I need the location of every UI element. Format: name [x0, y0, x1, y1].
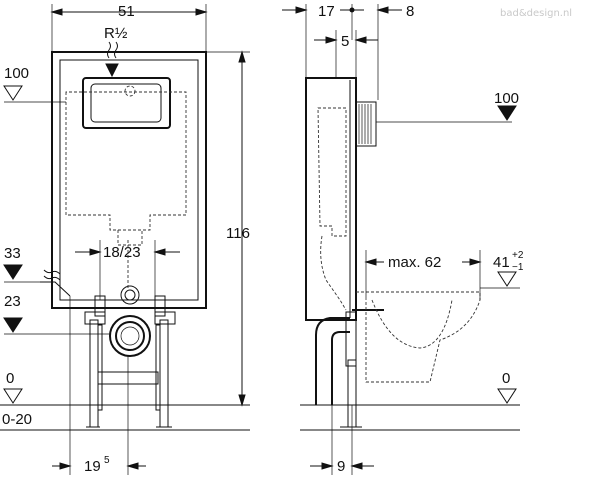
- offset-arrow-right: [126, 462, 139, 470]
- bottom-offset-label: 9: [337, 458, 345, 475]
- supply-wave-1: [107, 41, 111, 59]
- side-actuator: [355, 101, 377, 147]
- bracket-left: [84, 311, 106, 325]
- flush-pipe-outer: [120, 285, 140, 305]
- bowl-height-marker: [497, 271, 517, 287]
- depth-rear-label: 8: [406, 3, 414, 20]
- level-23-label: 23: [4, 293, 21, 310]
- level-33-label: 33: [4, 245, 21, 262]
- leg-left-inner: [97, 324, 103, 411]
- side-level-0-label: 0: [502, 370, 510, 387]
- arrow-right: [195, 8, 208, 16]
- bowl-arrow-right: [469, 258, 482, 266]
- level-100-label: 100: [4, 65, 29, 82]
- side-view: 17 8 5: [282, 3, 524, 475]
- supply-wave-2: [114, 41, 118, 59]
- drain-arrow-left: [89, 248, 102, 256]
- supply-pipe-wave-1: [43, 269, 61, 275]
- offset-arrow-left: [59, 462, 72, 470]
- side-actuator-ribs: [358, 104, 372, 144]
- bowl-height-plus: +2: [512, 250, 524, 261]
- width-label: 51: [118, 3, 135, 20]
- bowl-outline: [356, 291, 481, 383]
- bottom-arrow-left: [321, 462, 334, 470]
- side-level-100-label: 100: [494, 90, 519, 107]
- height-arrow-bottom: [238, 394, 246, 407]
- side-drain-pipe-inner: [331, 331, 350, 405]
- flush-pipe-inner: [124, 289, 136, 301]
- leg-left-outer: [89, 319, 99, 428]
- bowl-inner: [371, 299, 453, 349]
- height-arrow-top: [238, 50, 246, 63]
- bottom-arrow-right: [350, 462, 363, 470]
- side-level-0-marker: [497, 388, 517, 404]
- frame-inner: [59, 59, 199, 301]
- side-flush-pipe: [320, 235, 347, 311]
- depth-rear-arrow: [376, 6, 389, 14]
- actuator-plate: [82, 77, 171, 129]
- frame-outer: [51, 51, 207, 309]
- drain-spacing-label: 18/23: [103, 244, 141, 261]
- side-cistern-outline: [317, 107, 347, 237]
- depth-label: 17: [318, 3, 335, 20]
- arrow-left: [50, 8, 63, 16]
- leg-right-outer: [159, 319, 169, 428]
- actuator-dot: [124, 85, 136, 97]
- drain-core: [120, 326, 140, 346]
- level-33-marker: [3, 264, 23, 280]
- drain-outer: [109, 315, 151, 357]
- actuator-inner: [90, 83, 162, 123]
- watermark-text: bad&design.nl: [500, 8, 572, 19]
- bowl-projection-label: max. 62: [388, 254, 441, 271]
- level-100-marker: [3, 85, 23, 101]
- offset-label-sup: 5: [104, 455, 110, 466]
- level-0-marker: [3, 388, 23, 404]
- drain-inner: [115, 321, 145, 351]
- level-0-20-label: 0-20: [2, 411, 32, 428]
- cistern-neck: [117, 230, 143, 246]
- side-level-100-marker: [497, 105, 517, 121]
- supply-pipe-wave-2: [43, 275, 61, 281]
- bracket-right: [154, 311, 176, 325]
- side-frame: [305, 77, 357, 321]
- height-label: 116: [226, 225, 250, 242]
- side-drain-pipe: [315, 317, 350, 405]
- front-view: 51 R½: [0, 3, 250, 475]
- offset-label: 19: [84, 458, 101, 475]
- mid-arrow-left: [325, 36, 338, 44]
- drain-arrow-right: [153, 248, 166, 256]
- level-0-label: 0: [6, 370, 14, 387]
- supply-arrow: [105, 63, 119, 78]
- bowl-arrow-left: [364, 258, 377, 266]
- cistern-outline: [65, 91, 187, 231]
- side-bracket: [345, 311, 357, 367]
- supply-connection-label: R½: [104, 25, 128, 42]
- bowl-height-label: 41: [493, 254, 510, 271]
- bowl-height-minus: −1: [512, 262, 524, 273]
- mid-arrow-right: [354, 36, 367, 44]
- supply-pipe-line: [40, 281, 71, 297]
- bolt-right: [154, 295, 166, 317]
- depth-arrow-left: [295, 6, 308, 14]
- leg-right-inner: [155, 324, 161, 411]
- mid-label: 5: [341, 33, 349, 50]
- level-23-marker: [3, 317, 23, 333]
